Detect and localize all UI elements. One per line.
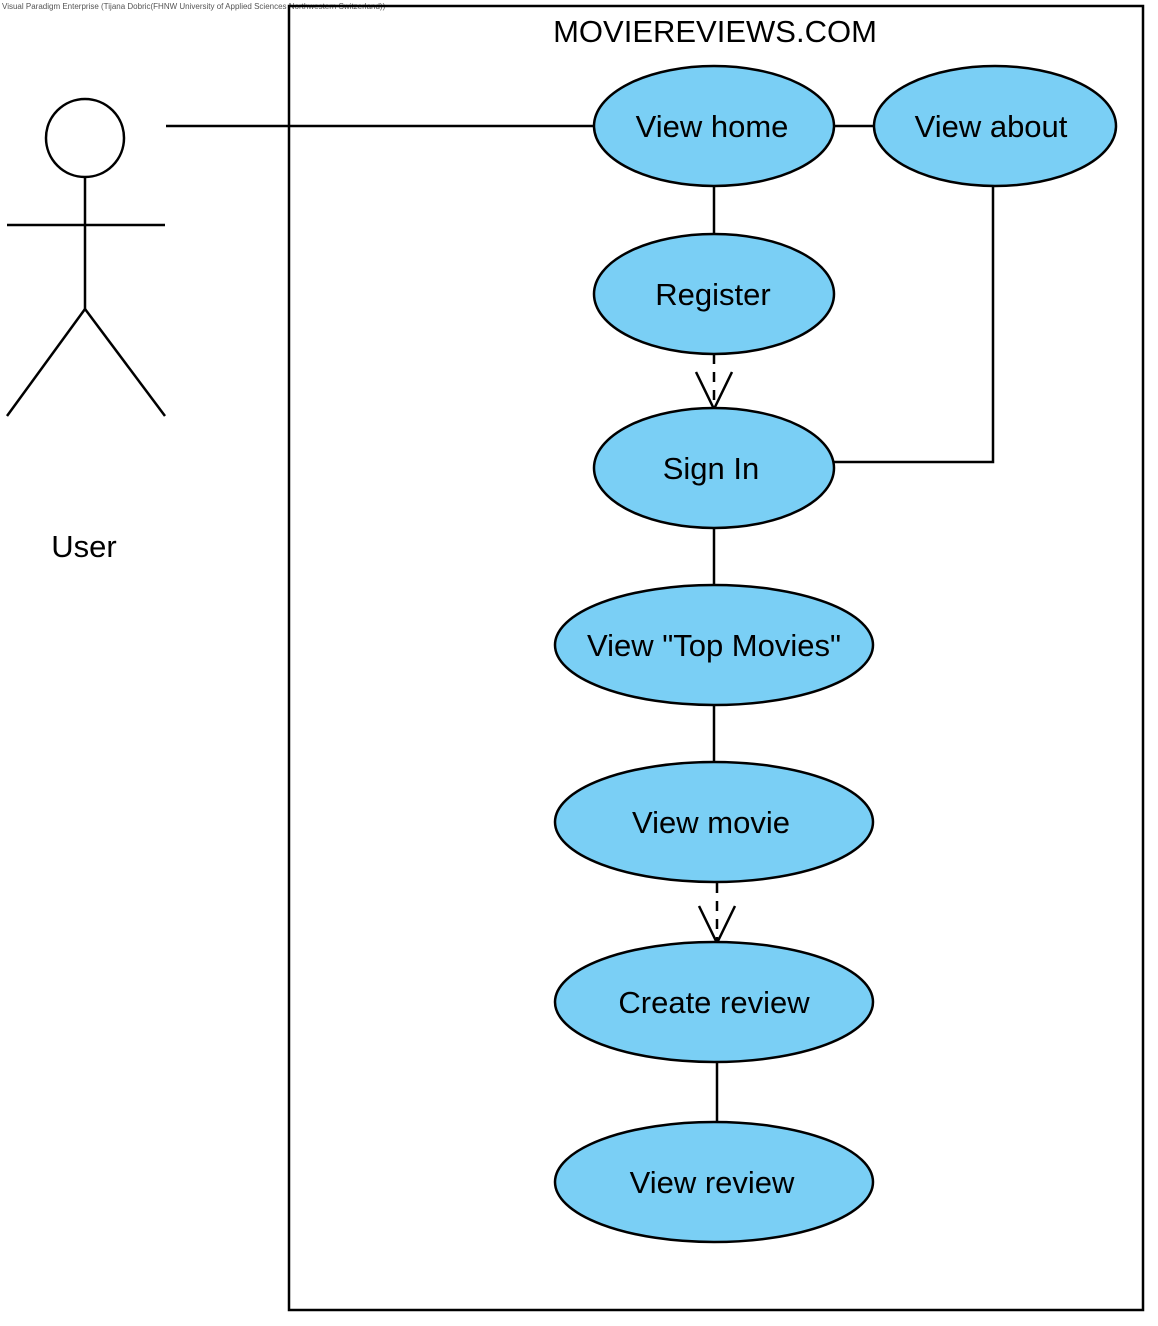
actor-label: User: [51, 529, 116, 564]
use-case-ellipse: [872, 64, 1118, 188]
use-case-label: View "Top Movies": [587, 628, 841, 663]
use-case-ellipse: [553, 1120, 875, 1244]
use-case-view-top-movies[interactable]: View "Top Movies": [553, 583, 875, 707]
use-case-view-movie[interactable]: View movie: [553, 760, 875, 884]
use-case-label: View home: [636, 109, 789, 144]
use-case-label: View about: [915, 109, 1068, 144]
use-case-ellipse: [592, 64, 836, 188]
use-case-view-about[interactable]: View about: [872, 64, 1118, 188]
actor-left-leg: [5, 308, 87, 417]
use-case-ellipse: [553, 940, 875, 1064]
use-case-register[interactable]: Register: [592, 232, 836, 356]
associations: [166, 124, 995, 1123]
dependency-register-sign-in: [694, 354, 734, 412]
use-case-ellipse: [592, 232, 836, 356]
use-case-view-review[interactable]: View review: [553, 1120, 875, 1244]
use-case-label: Sign In: [663, 451, 760, 486]
use-case-ellipse: [553, 583, 875, 707]
use-case-label: Register: [655, 277, 770, 312]
use-case-sign-in[interactable]: Sign In: [592, 406, 836, 530]
watermark-text: Visual Paradigm Enterprise (Tijana Dobri…: [2, 2, 386, 11]
actor-right-leg: [83, 308, 167, 417]
use-case-label: View movie: [632, 805, 790, 840]
use-case-label: View review: [630, 1165, 795, 1200]
dependency-view-movie-create-review: [697, 883, 737, 946]
use-case-ellipse: [592, 406, 836, 530]
use-case-label: Create review: [618, 985, 810, 1020]
system-boundary: [287, 4, 1145, 1312]
use-case-view-home[interactable]: View home: [592, 64, 836, 188]
system-title: MOVIEREVIEWS.COM: [553, 14, 877, 49]
actor-head: [44, 97, 126, 179]
actor-user[interactable]: User: [5, 97, 167, 564]
use-case-ellipse: [553, 760, 875, 884]
association-view-about-sign-in: [834, 186, 995, 464]
use-case-create-review[interactable]: Create review: [553, 940, 875, 1064]
